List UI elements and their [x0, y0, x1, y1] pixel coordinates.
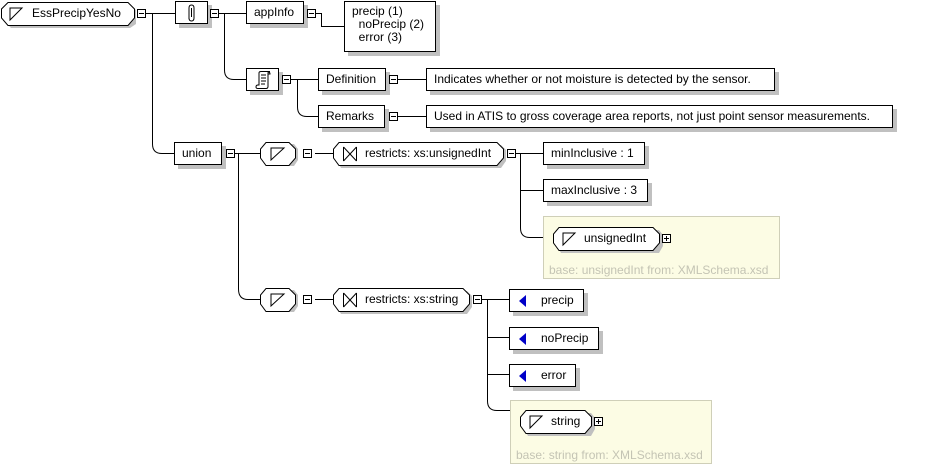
appinfo-node[interactable]: appInfo [246, 1, 304, 24]
remarks-node[interactable]: Remarks [318, 105, 385, 128]
collapse-toggle-root[interactable] [137, 9, 146, 18]
union-label: union [182, 146, 212, 160]
scroll-document-icon [255, 71, 271, 89]
enumeration-icon [519, 333, 526, 345]
definition-text-value: Indicates whether or not moisture is det… [434, 72, 751, 86]
facet-maxinclusive[interactable]: maxInclusive : 3 [543, 179, 648, 202]
base-type-name: string [551, 414, 581, 428]
enumeration-icon [519, 370, 526, 382]
definition-node[interactable]: Definition [318, 68, 386, 91]
enumeration-error[interactable]: error [509, 364, 576, 387]
enumeration-value: precip [541, 293, 574, 307]
base-type-note: base: string from: XMLSchema.xsd [516, 448, 703, 462]
facet-label: minInclusive : 1 [551, 146, 634, 160]
enumeration-icon [519, 295, 526, 307]
union-node[interactable]: union [174, 142, 222, 165]
appinfo-content: precip (1) noPrecip (2) error (3) [344, 1, 436, 52]
annotation-node[interactable] [175, 1, 208, 24]
octagon-frame [553, 227, 663, 253]
collapse-toggle-documentation[interactable] [282, 75, 291, 84]
simple-type-icon [260, 142, 298, 166]
restriction-icon [343, 292, 357, 308]
base-type-unsignedint-node[interactable]: unsignedInt [553, 227, 663, 253]
collapse-toggle-appinfo[interactable] [307, 9, 316, 18]
restriction-icon [343, 146, 357, 162]
simple-type-icon [9, 7, 23, 21]
union-member-2-simple-type[interactable] [260, 288, 298, 312]
union-member-1-simple-type[interactable] [260, 142, 298, 166]
enumeration-value: error [541, 368, 567, 382]
documentation-node[interactable] [246, 68, 279, 91]
definition-text: Indicates whether or not moisture is det… [426, 68, 775, 91]
appinfo-line: error (3) [352, 30, 403, 44]
enumeration-noprecip[interactable]: noPrecip [509, 327, 599, 350]
definition-label: Definition [326, 72, 377, 86]
enumeration-value: noPrecip [541, 331, 589, 345]
simple-type-icon [260, 288, 298, 312]
facet-mininclusive[interactable]: minInclusive : 1 [543, 142, 645, 165]
appinfo-line: noPrecip (2) [352, 17, 425, 31]
collapse-toggle-member-2[interactable] [303, 295, 312, 304]
root-simple-type-node[interactable]: EssPrecipYesNo [1, 2, 136, 28]
restriction-label: restricts: xs:unsignedInt [365, 146, 492, 160]
root-type-name: EssPrecipYesNo [32, 6, 121, 20]
base-type-name: unsignedInt [584, 231, 647, 245]
octagon-frame [333, 142, 506, 168]
collapse-toggle-definition[interactable] [389, 75, 398, 84]
octagon-frame [1, 2, 136, 28]
remarks-label: Remarks [326, 109, 375, 123]
remarks-text-value: Used in ATIS to gross coverage area repo… [434, 109, 870, 123]
octagon-frame [333, 288, 472, 314]
simple-type-icon [529, 415, 544, 430]
restriction-unsignedint-node[interactable]: restricts: xs:unsignedInt [333, 142, 506, 168]
expand-toggle-string[interactable] [594, 417, 603, 426]
octagon-frame [520, 410, 595, 436]
collapse-toggle-union[interactable] [226, 149, 235, 158]
appinfo-label: appInfo [254, 5, 295, 19]
base-type-string-node[interactable]: string [520, 410, 595, 436]
restriction-string-node[interactable]: restricts: xs:string [333, 288, 472, 314]
simple-type-icon [562, 232, 577, 247]
base-type-note: base: unsignedInt from: XMLSchema.xsd [549, 263, 769, 277]
remarks-text: Used in ATIS to gross coverage area repo… [426, 105, 893, 128]
paperclip-icon [188, 4, 195, 22]
collapse-toggle-annotation[interactable] [210, 9, 219, 18]
appinfo-line: precip (1) [352, 4, 403, 18]
collapse-toggle-member-1[interactable] [303, 149, 312, 158]
restriction-label: restricts: xs:string [365, 292, 459, 306]
enumeration-precip[interactable]: precip [509, 289, 584, 312]
collapse-toggle-restriction-string[interactable] [473, 295, 482, 304]
facet-label: maxInclusive : 3 [551, 183, 638, 197]
expand-toggle-unsignedint[interactable] [662, 234, 671, 243]
collapse-toggle-remarks[interactable] [389, 112, 398, 121]
collapse-toggle-restriction-unsignedint[interactable] [507, 149, 516, 158]
